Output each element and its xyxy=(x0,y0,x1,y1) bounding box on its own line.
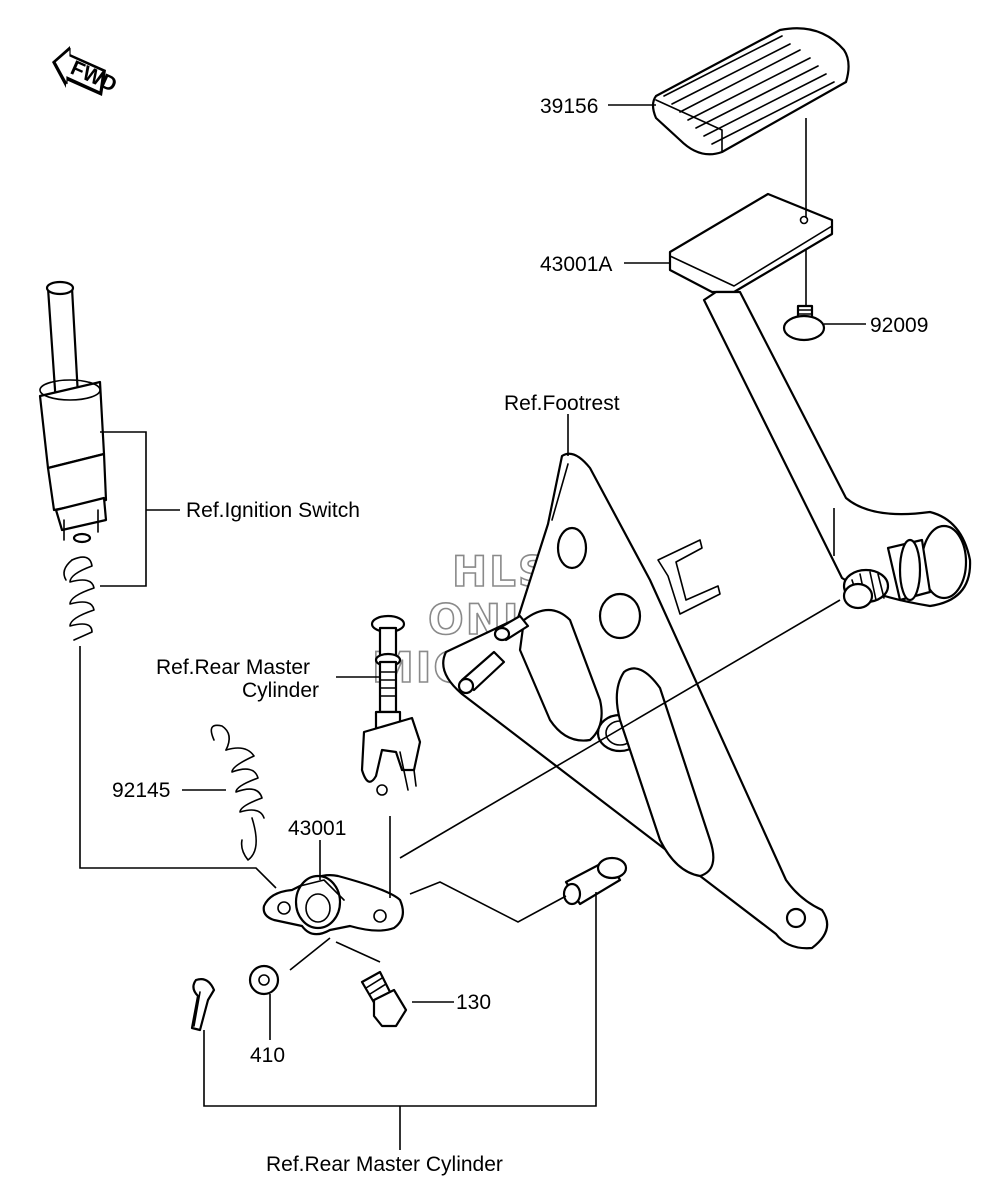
forward-arrow-icon xyxy=(52,46,106,96)
callout-labels: 39156 43001A 92009 Ref.Footrest Ref.Igni… xyxy=(112,95,928,1176)
label-130: 130 xyxy=(456,991,491,1014)
brake-light-switch xyxy=(38,280,108,544)
label-92009: 92009 xyxy=(870,314,928,337)
label-39156: 39156 xyxy=(540,95,598,118)
label-ref-ignition-switch: Ref.Ignition Switch xyxy=(186,499,360,522)
pedal-pad-rubber xyxy=(651,27,850,156)
brake-pedal-arm xyxy=(668,192,972,610)
fwd-badge: FWD xyxy=(52,46,120,97)
washer-410 xyxy=(248,964,280,996)
label-43001: 43001 xyxy=(288,817,346,840)
cotter-pin xyxy=(190,978,216,1032)
return-spring-92145 xyxy=(210,724,265,861)
label-ref-footrest: Ref.Footrest xyxy=(504,392,620,415)
footrest-bracket xyxy=(442,452,829,950)
bolt-92009 xyxy=(782,304,826,342)
leader-lines xyxy=(79,104,866,1150)
label-410: 410 xyxy=(250,1044,285,1067)
switch-spring xyxy=(63,556,95,641)
label-43001A: 43001A xyxy=(540,253,612,276)
master-cylinder-clevis xyxy=(360,614,422,796)
lever-43001 xyxy=(262,874,405,936)
label-ref-rear-master-bottom: Ref.Rear Master Cylinder xyxy=(266,1153,503,1176)
label-ref-rear-master-line2: Cylinder xyxy=(242,679,319,702)
label-ref-rear-master-line1: Ref.Rear Master xyxy=(156,656,310,679)
bolt-130 xyxy=(360,970,408,1028)
label-92145: 92145 xyxy=(112,779,170,802)
clevis-pin xyxy=(562,856,628,906)
